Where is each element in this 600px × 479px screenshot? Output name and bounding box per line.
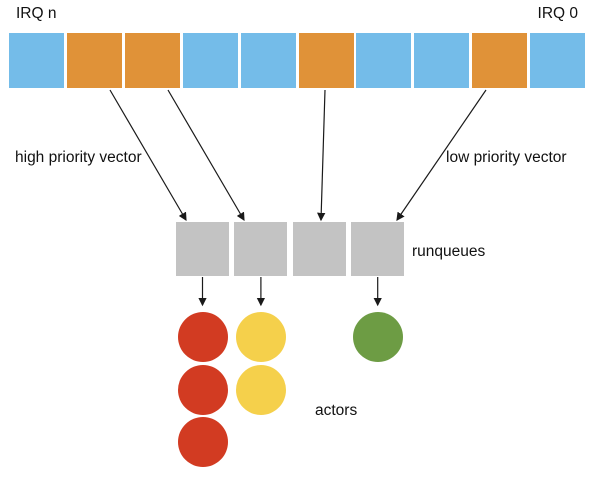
irq-0-label: IRQ 0	[537, 5, 578, 22]
irq-square-orange	[298, 33, 354, 88]
runqueues-label: runqueues	[412, 243, 486, 260]
irq-square-blue	[414, 33, 470, 88]
runqueue-square	[176, 222, 229, 276]
irq-square-blue	[356, 33, 412, 88]
runqueue-square	[292, 222, 346, 276]
irq-square-blue	[530, 33, 586, 88]
irq-square-blue	[240, 33, 296, 88]
irq-square-orange	[124, 33, 180, 88]
irq-to-runqueue-arrow	[167, 89, 245, 222]
actor-circle-red	[177, 364, 228, 415]
actor-circle-red	[177, 417, 228, 468]
runqueue-square	[351, 222, 405, 276]
actor-circle-green	[352, 312, 403, 362]
actor-circle-yellow	[235, 312, 286, 362]
irq-square-blue	[182, 33, 238, 88]
actors-label: actors	[315, 402, 358, 419]
actor-circle-yellow	[235, 364, 286, 415]
irq-n-label: IRQ n	[16, 5, 57, 22]
irq-square-blue	[9, 33, 64, 88]
irq-to-runqueue-arrow	[317, 89, 326, 222]
actor-circle-red	[177, 312, 228, 362]
runqueue-square	[234, 222, 288, 276]
low-priority-vector-label: low priority vector	[446, 149, 567, 166]
irq-square-orange	[66, 33, 122, 88]
high-priority-vector-label: high priority vector	[15, 149, 142, 166]
irq-square-orange	[472, 33, 528, 88]
